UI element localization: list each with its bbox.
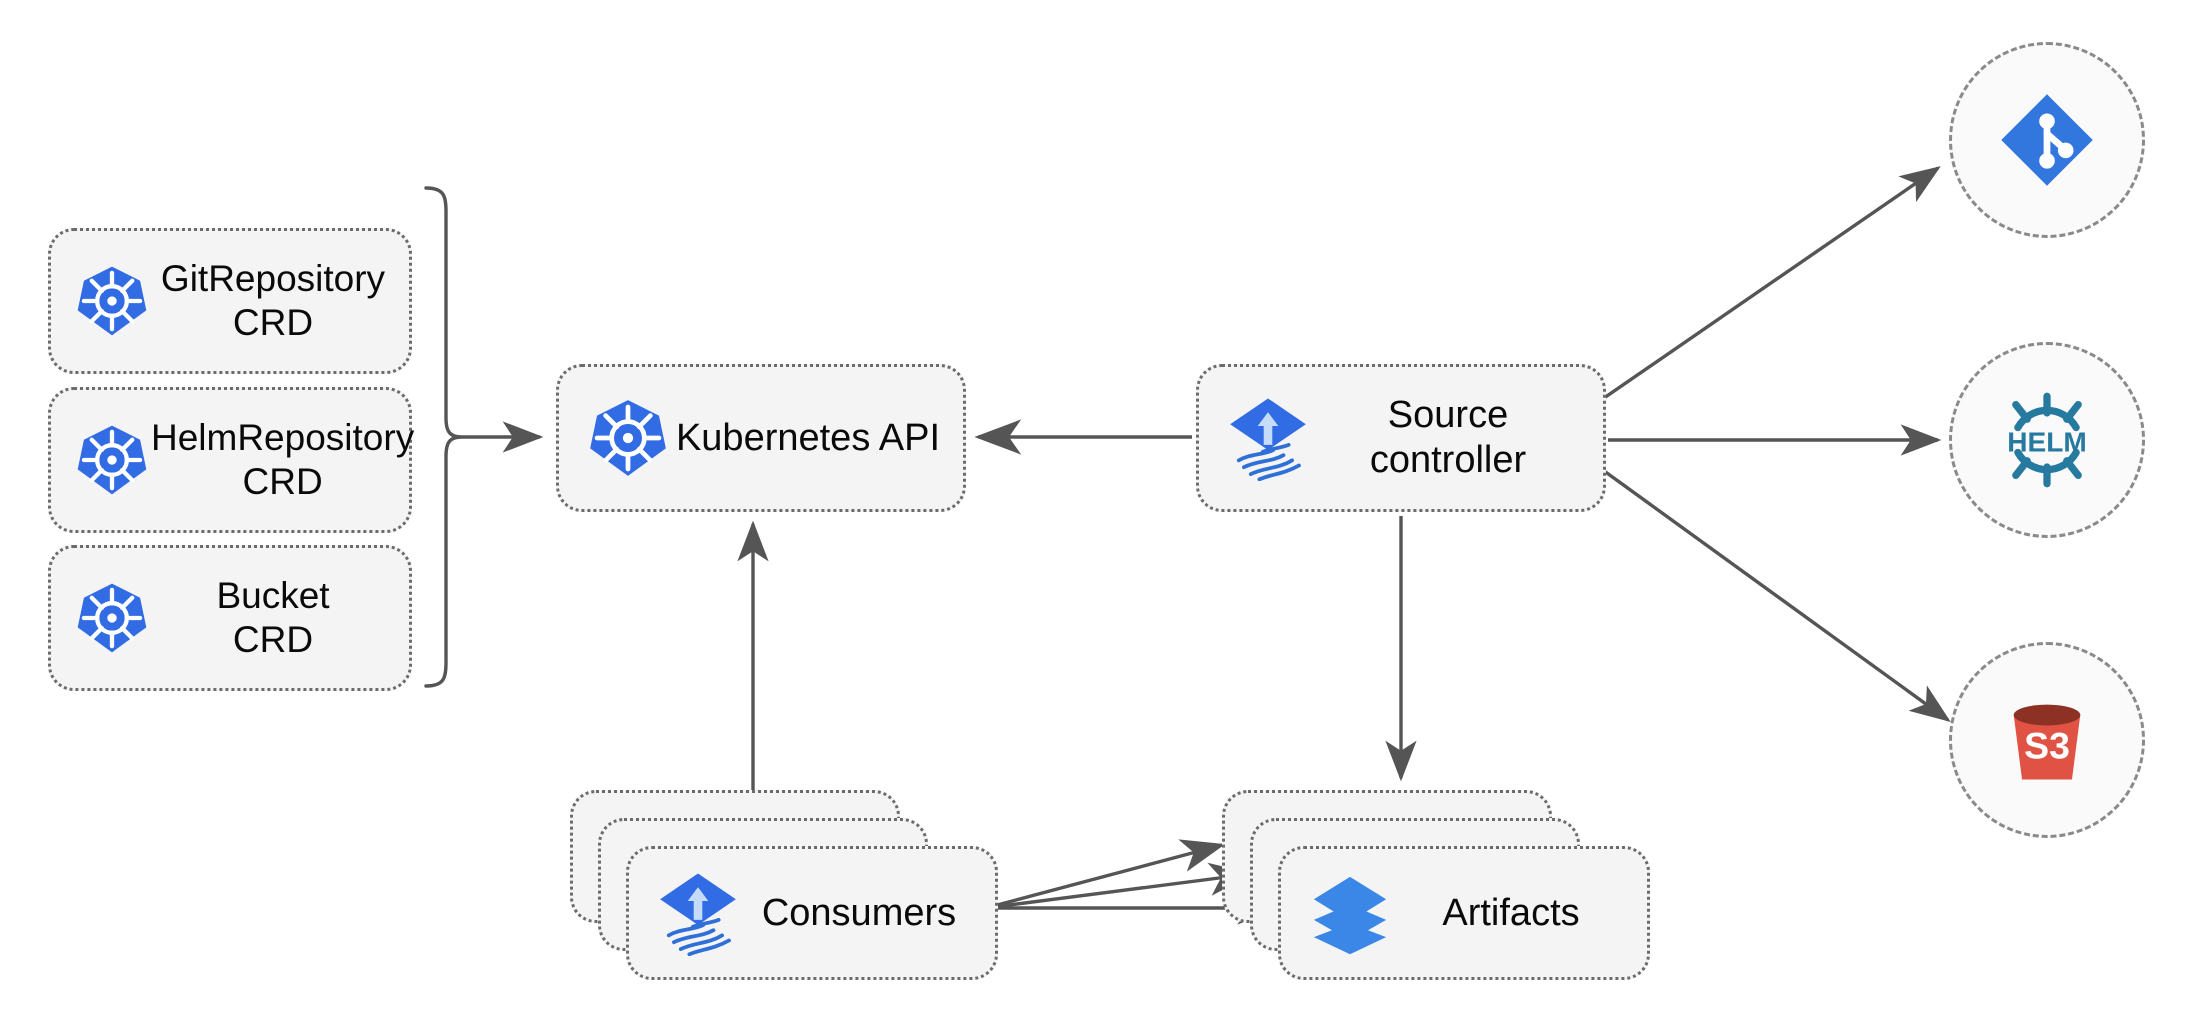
kubernetes-icon xyxy=(77,425,147,495)
artifacts-stack-card-front[interactable]: Artifacts xyxy=(1278,846,1650,980)
node-label: Kubernetes API xyxy=(675,416,941,459)
consumers-stack-card-front[interactable]: Consumers xyxy=(626,846,998,980)
node-label: GitRepository CRD xyxy=(160,258,386,343)
kubernetes-icon xyxy=(77,266,147,336)
git-repository-crd[interactable]: GitRepository CRD xyxy=(48,228,412,374)
node-label: Artifacts xyxy=(1442,891,1580,934)
kubernetes-icon xyxy=(77,583,147,653)
edge-source-to-git xyxy=(1603,166,1941,400)
bucket-crd[interactable]: Bucket CRD xyxy=(48,545,412,691)
layers-icon xyxy=(1313,876,1387,955)
artifacts-node[interactable]: Artifacts xyxy=(1222,790,1650,980)
s3-icon: S3 xyxy=(2013,704,2081,780)
helm-source[interactable]: HELM xyxy=(1949,342,2145,538)
git-icon xyxy=(2001,94,2093,186)
helm-wordmark: HELM xyxy=(2007,426,2087,457)
helm-repository-crd[interactable]: HelmRepository CRD xyxy=(48,387,414,533)
crd-group-bracket xyxy=(424,186,463,688)
kubernetes-icon xyxy=(590,400,666,476)
node-label: Source controller xyxy=(1369,394,1527,481)
s3-wordmark: S3 xyxy=(2024,725,2070,767)
node-label: Bucket CRD xyxy=(216,575,330,660)
node-label: Consumers xyxy=(761,891,957,934)
edge-source-to-s3 xyxy=(1599,466,1951,722)
s3-source[interactable]: S3 xyxy=(1949,642,2145,838)
node-label: HelmRepository CRD xyxy=(151,417,415,502)
source-controller-node[interactable]: Source controller xyxy=(1196,364,1606,512)
kubernetes-api-node[interactable]: Kubernetes API xyxy=(556,364,966,512)
consumers-node[interactable]: Consumers xyxy=(570,790,998,980)
helm-icon: HELM xyxy=(2007,392,2087,488)
flux-icon xyxy=(660,873,736,956)
flux-icon xyxy=(1230,398,1306,481)
git-source[interactable] xyxy=(1949,42,2145,238)
